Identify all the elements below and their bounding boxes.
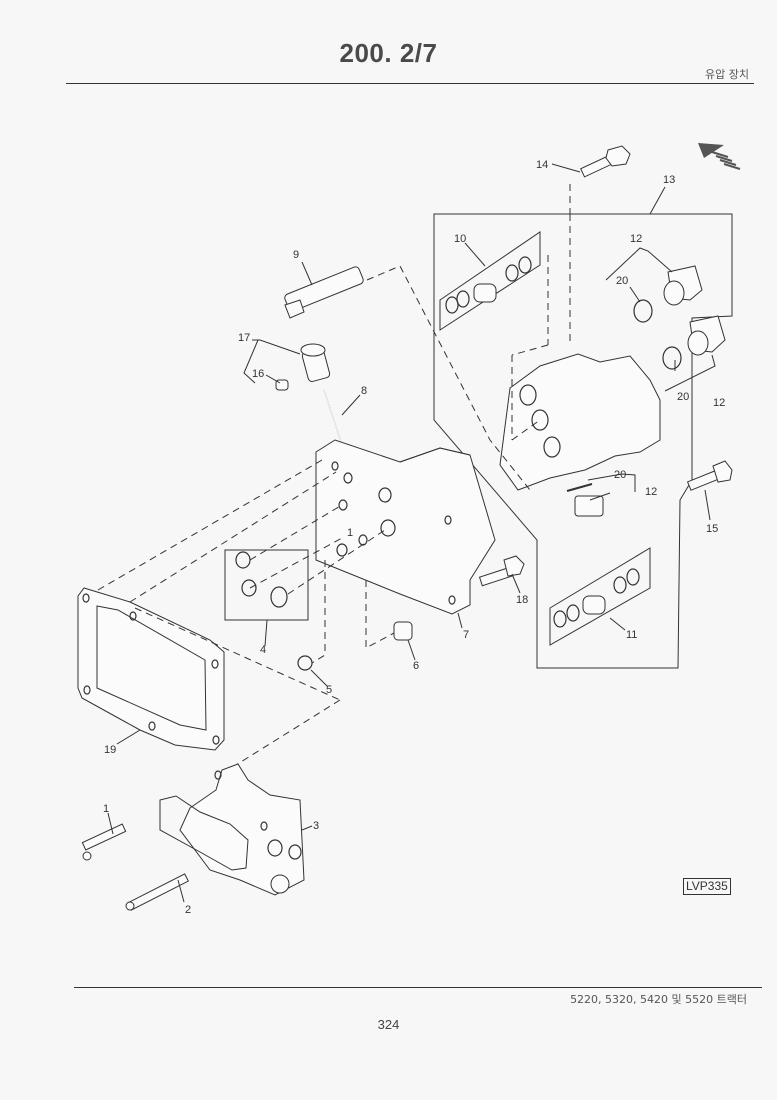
bolt-14	[580, 145, 631, 178]
callout-15: 15	[706, 523, 718, 535]
plug-6	[393, 621, 413, 641]
bolt-2	[125, 873, 190, 911]
section-label: 유압 장치	[705, 68, 749, 81]
oring-5	[297, 655, 313, 671]
callout-10: 10	[454, 233, 466, 245]
callout-4: 4	[260, 644, 266, 656]
plug-12-top	[663, 265, 703, 306]
kit-13-outline	[433, 213, 733, 669]
callout-13: 13	[663, 174, 675, 186]
callout-20-mid: 20	[677, 391, 689, 403]
oring-20-mid	[662, 346, 682, 370]
callout-8: 8	[361, 385, 367, 397]
page-title: 200. 2/7	[339, 38, 438, 68]
callout-12-top: 12	[630, 233, 642, 245]
oring-4a	[235, 551, 251, 569]
callout-7: 7	[463, 629, 469, 641]
bolt-18	[478, 555, 525, 587]
leader-lines	[107, 163, 716, 903]
header-rule	[66, 83, 754, 84]
plug-12-mid	[687, 315, 726, 356]
figure-reference: LVP335	[683, 878, 731, 895]
valve-body	[499, 353, 661, 491]
callout-6: 6	[413, 660, 419, 672]
callout-12-bottom: 12	[645, 486, 657, 498]
footer-models: 5220, 5320, 5420 및 5520 트랙터	[570, 993, 747, 1006]
callout-2: 2	[185, 904, 191, 916]
kit-4-box	[224, 549, 309, 621]
pump-3	[179, 763, 305, 896]
callout-16: 16	[252, 368, 264, 380]
callout-18: 18	[516, 594, 528, 606]
callout-11: 11	[626, 629, 637, 641]
kit-10-seals	[445, 256, 532, 314]
bolt-15	[686, 460, 733, 491]
callout-1: 1	[103, 803, 109, 815]
kit-11-box	[549, 547, 651, 646]
gasket-19	[77, 587, 225, 751]
cap-17	[300, 343, 331, 382]
housing-7	[315, 439, 496, 615]
front-arrow-icon	[698, 143, 741, 170]
oring-4b	[241, 579, 257, 597]
oring-4c	[270, 586, 288, 608]
callout-1-housing: 1	[347, 527, 353, 539]
plug-12-bottom	[574, 495, 604, 517]
callout-20-top: 20	[616, 275, 628, 287]
page-number: 324	[377, 1017, 400, 1032]
callout-3: 3	[313, 820, 319, 832]
valve-cartridge-9	[284, 266, 364, 319]
footer-rule	[74, 987, 762, 988]
callout-20-bottom: 20	[614, 469, 626, 481]
kit-10-box	[439, 231, 541, 331]
oring-20-top	[633, 299, 653, 323]
callout-12-mid: 12	[713, 397, 725, 409]
callout-19: 19	[104, 744, 116, 756]
callout-5: 5	[326, 684, 332, 696]
kit-11-seals	[553, 568, 640, 628]
callout-14: 14	[536, 159, 548, 171]
callout-17: 17	[238, 332, 250, 344]
bolt-1	[81, 823, 127, 861]
callout-9: 9	[293, 249, 299, 261]
